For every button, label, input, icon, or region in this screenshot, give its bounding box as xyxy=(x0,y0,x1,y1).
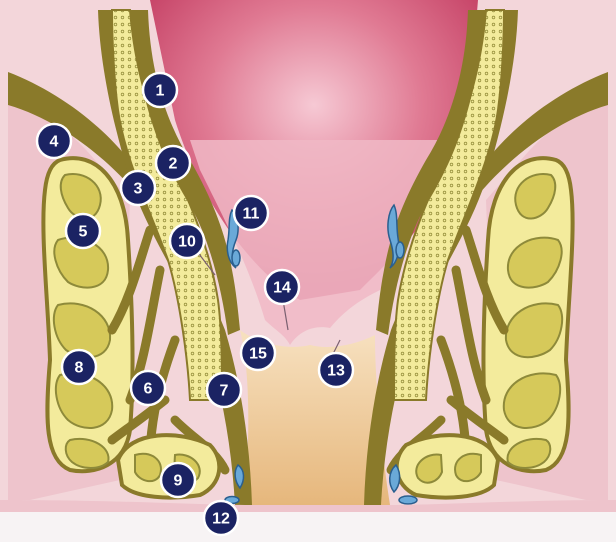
marker-14: 14 xyxy=(265,270,299,304)
marker-11: 11 xyxy=(234,196,268,230)
marker-6: 6 xyxy=(131,371,165,405)
marker-12: 12 xyxy=(204,501,238,535)
marker-3: 3 xyxy=(121,171,155,205)
marker-1: 1 xyxy=(143,73,177,107)
marker-label: 14 xyxy=(273,280,291,297)
marker-label: 12 xyxy=(212,511,230,528)
marker-15: 15 xyxy=(241,336,275,370)
marker-label: 8 xyxy=(75,360,84,377)
marker-7: 7 xyxy=(207,373,241,407)
marker-label: 13 xyxy=(327,363,345,380)
marker-5: 5 xyxy=(66,214,100,248)
marker-label: 11 xyxy=(243,206,260,223)
marker-label: 1 xyxy=(156,83,165,100)
marker-label: 3 xyxy=(134,181,143,198)
marker-label: 10 xyxy=(178,234,196,251)
marker-label: 9 xyxy=(174,473,183,490)
marker-4: 4 xyxy=(37,124,71,158)
marker-label: 6 xyxy=(144,381,153,398)
marker-label: 2 xyxy=(169,156,178,173)
marker-9: 9 xyxy=(161,463,195,497)
marker-8: 8 xyxy=(62,350,96,384)
marker-label: 15 xyxy=(249,346,267,363)
marker-label: 5 xyxy=(79,224,88,241)
marker-13: 13 xyxy=(319,353,353,387)
marker-label: 4 xyxy=(50,134,59,151)
marker-10: 10 xyxy=(170,224,204,258)
marker-label: 7 xyxy=(220,383,229,400)
marker-2: 2 xyxy=(156,146,190,180)
